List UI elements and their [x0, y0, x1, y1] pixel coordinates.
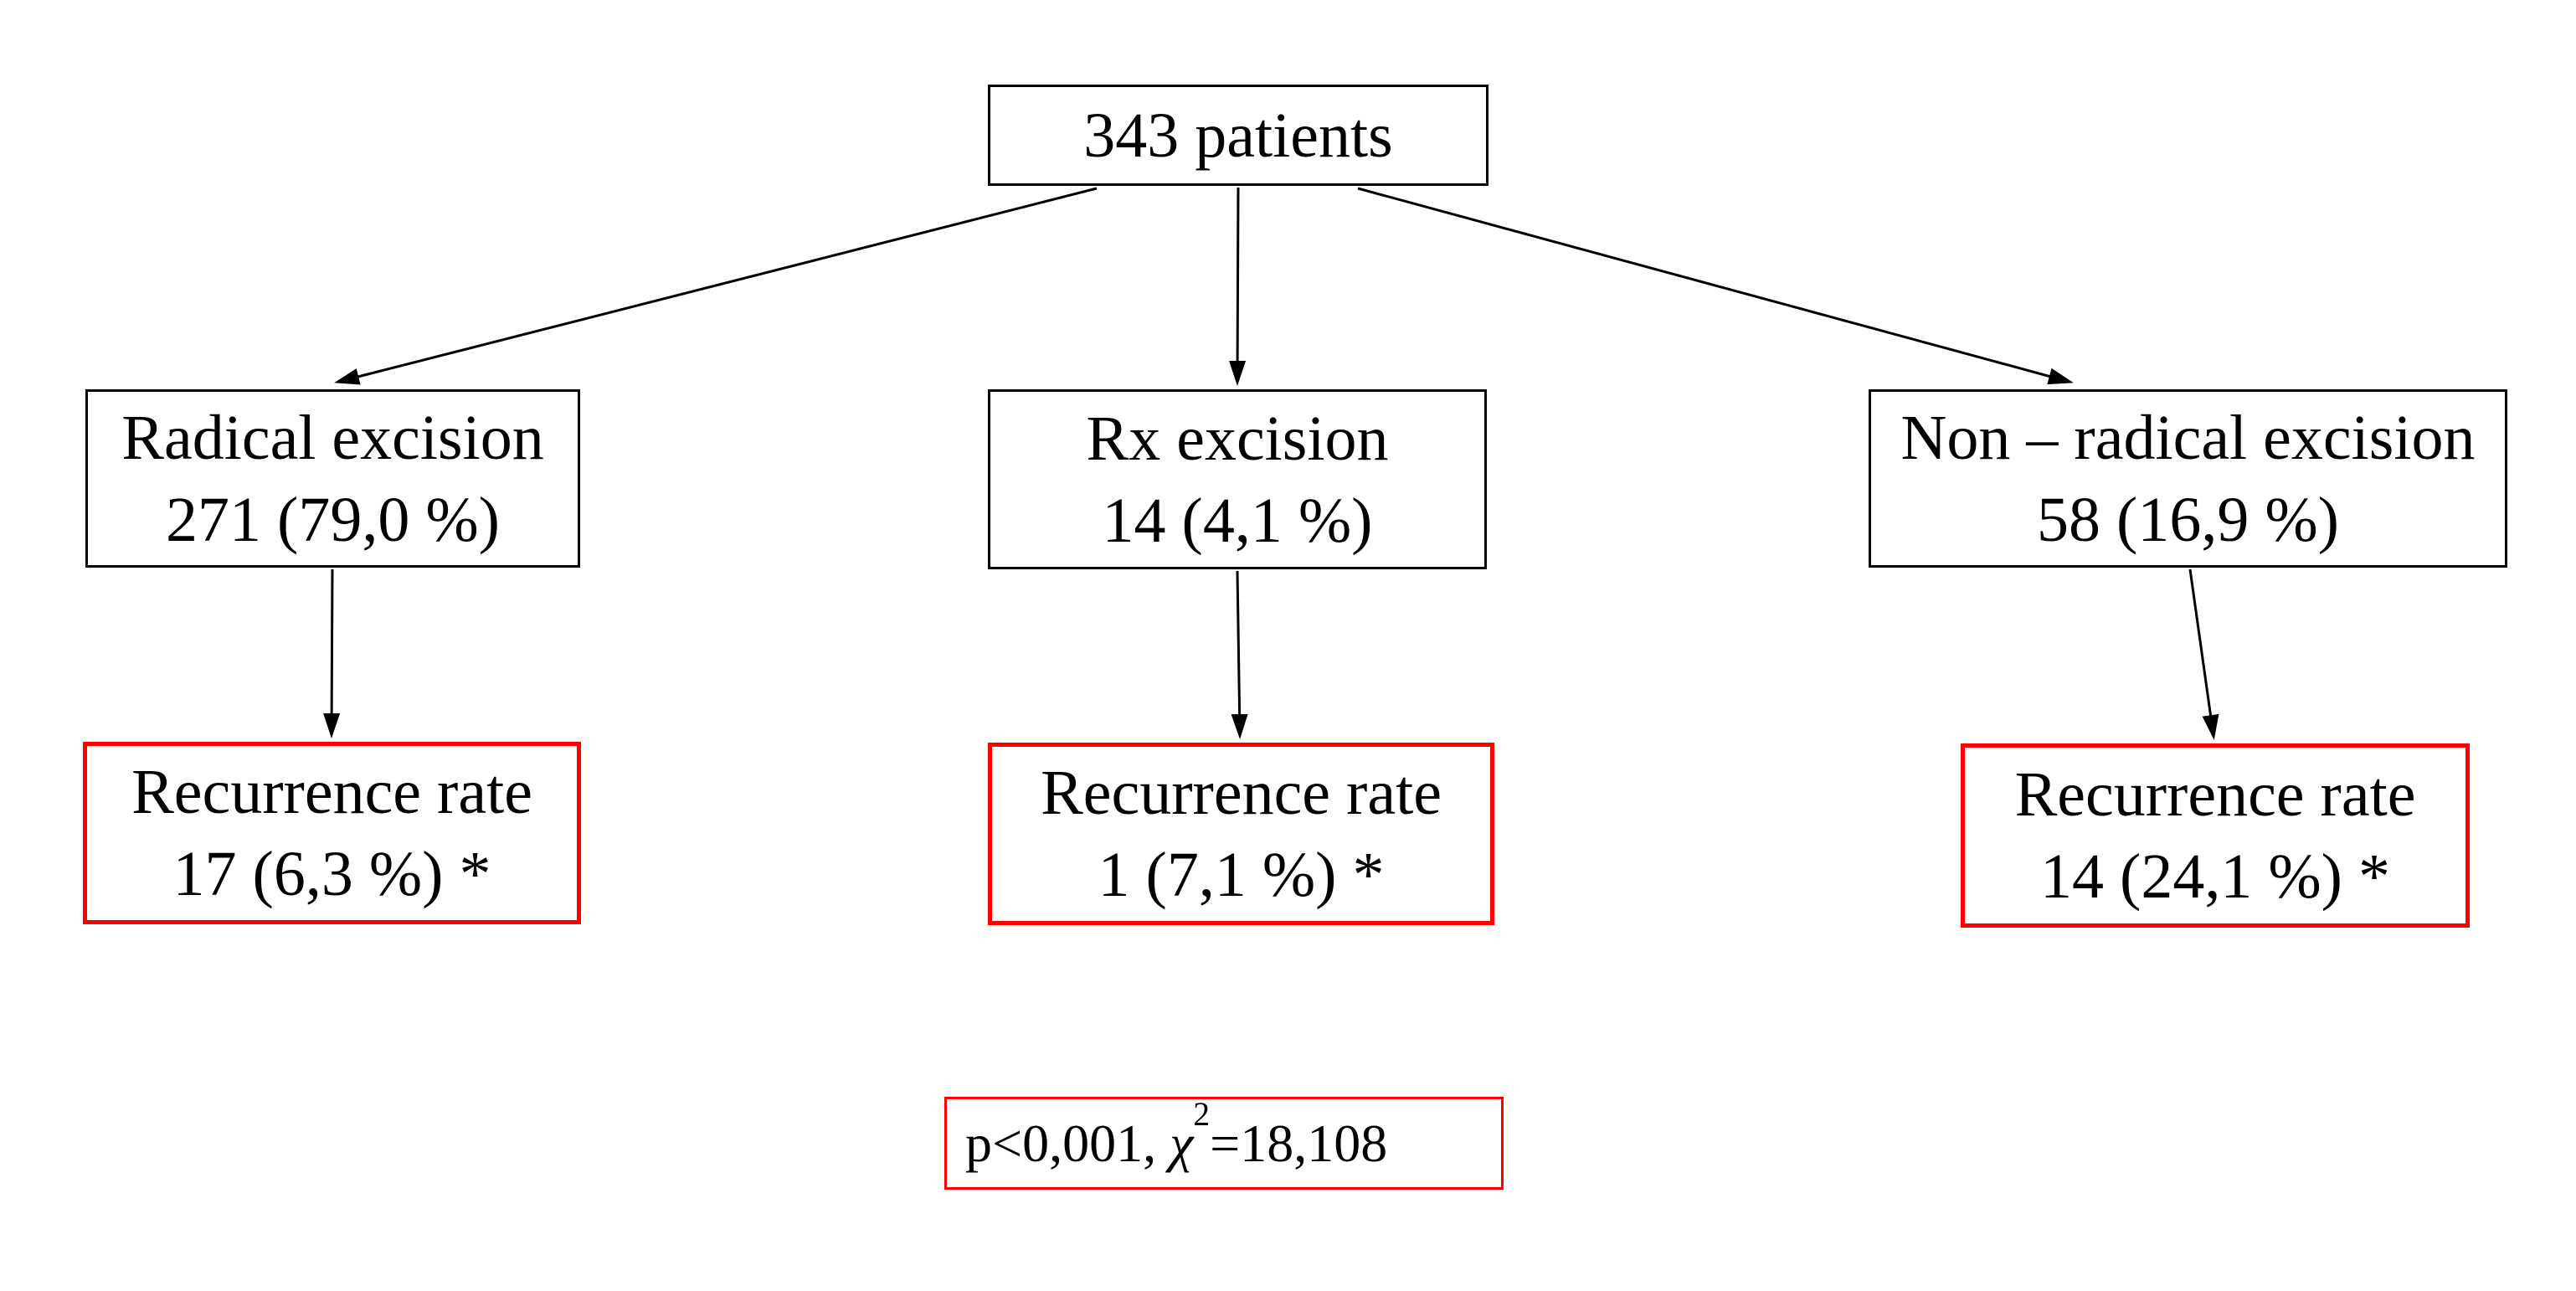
connector-root-to-non-radical	[1357, 187, 2074, 385]
recurrence-title: Recurrence rate	[2014, 759, 2416, 830]
branch-value: 58 (16,9 %)	[2037, 484, 2339, 555]
branch-value: 14 (4,1 %)	[1102, 485, 1373, 556]
node-total-patients: 343 patients	[988, 85, 1489, 186]
recurrence-title: Recurrence rate	[131, 757, 532, 827]
branch-title: Radical excision	[121, 402, 544, 473]
recurrence-value: 1 (7,1 %) *	[1098, 840, 1385, 910]
statistics-p-value: p<0,001,	[965, 1113, 1170, 1173]
node-recurrence-rx: Recurrence rate 1 (7,1 %) *	[988, 743, 1494, 925]
branch-value: 271 (79,0 %)	[166, 484, 500, 555]
node-recurrence-radical: Recurrence rate 17 (6,3 %) *	[83, 742, 581, 924]
recurrence-value: 14 (24,1 %) *	[2040, 841, 2390, 912]
node-non-radical-excision: Non – radical excision 58 (16,9 %)	[1869, 389, 2507, 568]
chi-symbol: χ	[1170, 1113, 1194, 1173]
node-recurrence-non-radical: Recurrence rate 14 (24,1 %) *	[1961, 743, 2470, 928]
chi-square-value: =18,108	[1210, 1113, 1388, 1173]
connector-rx-to-recurrence	[1231, 570, 1248, 739]
recurrence-title: Recurrence rate	[1041, 758, 1442, 828]
branch-title: Rx excision	[1086, 403, 1389, 474]
branch-title: Non – radical excision	[1900, 402, 2476, 473]
node-statistics: p<0,001, χ2=18,108	[944, 1097, 1504, 1190]
chi-exponent: 2	[1193, 1095, 1211, 1133]
statistics-text: p<0,001, χ2=18,108	[965, 1098, 1388, 1173]
connector-root-to-rx	[1229, 187, 1247, 386]
node-rx-excision: Rx excision 14 (4,1 %)	[988, 389, 1487, 569]
connector-non-radical-to-recurrence	[2188, 568, 2219, 740]
node-radical-excision: Radical excision 271 (79,0 %)	[85, 389, 580, 568]
total-patients-label: 343 patients	[1083, 100, 1393, 171]
recurrence-value: 17 (6,3 %) *	[172, 839, 491, 909]
connector-root-to-radical	[334, 187, 1098, 385]
